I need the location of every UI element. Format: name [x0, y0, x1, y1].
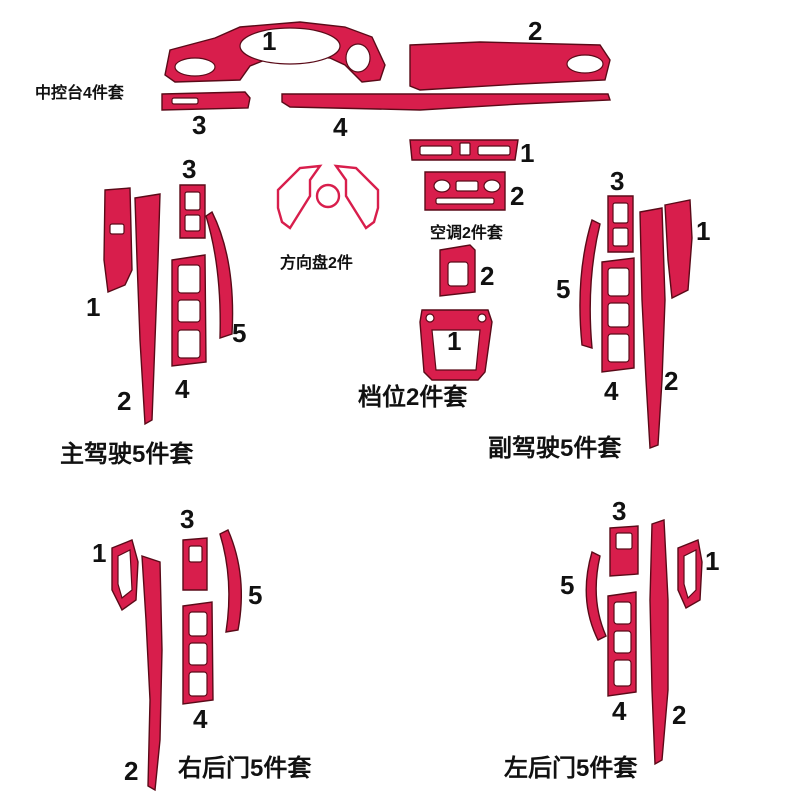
driver-label-1: 1 [86, 292, 100, 322]
rl-label-4: 4 [612, 696, 627, 726]
passenger-label-2: 2 [664, 366, 678, 396]
rr-label-1: 1 [92, 538, 106, 568]
air-conditioning-group: 1 2 空调2件套 [409, 138, 534, 242]
dashboard-part-1-vent-right [345, 43, 371, 73]
rl-part-4-opening-c [613, 659, 632, 687]
dashboard-part-1-cluster-opening [239, 27, 341, 65]
driver-caption: 主驾驶5件套 [60, 441, 194, 468]
passenger-label-3: 3 [610, 166, 624, 196]
rr-part-1-opening [117, 549, 133, 600]
driver-label-3: 3 [182, 154, 196, 184]
gear-group: 2 1 档位2件套 [358, 244, 494, 411]
rl-label-2: 2 [672, 700, 686, 730]
dashboard-part-3-slot [171, 97, 199, 105]
dashboard-part-2 [409, 41, 611, 91]
passenger-part-5 [579, 219, 601, 349]
gear-part-1-hole-right [477, 313, 487, 323]
driver-part-3-opening-b [184, 214, 201, 232]
rl-part-1-opening [683, 549, 697, 600]
ac-label-2: 2 [510, 181, 524, 211]
steering-wheel-part-left [276, 164, 323, 230]
driver-part-1 [103, 187, 133, 293]
passenger-part-2 [639, 207, 666, 449]
rr-caption: 右后门5件套 [178, 754, 312, 782]
driver-group: 1 2 3 4 5 主驾驶5件套 [60, 154, 246, 468]
rr-part-2 [141, 555, 163, 792]
driver-part-4-opening-b [177, 299, 201, 323]
dashboard-caption: 中控台4件套 [35, 83, 125, 102]
driver-label-5: 5 [232, 318, 246, 348]
rr-label-5: 5 [248, 580, 262, 610]
passenger-part-4-opening-a [607, 267, 630, 297]
rl-caption: 左后门5件套 [504, 754, 638, 782]
rl-label-3: 3 [612, 496, 626, 526]
ac-part-1-center [459, 142, 471, 156]
dashboard-part-3 [161, 91, 251, 111]
driver-part-4-opening-a [177, 264, 201, 294]
ac-part-2-buttons [435, 197, 495, 205]
steering-wheel-hub-ring [315, 183, 341, 209]
ac-label-1: 1 [520, 138, 534, 168]
passenger-label-1: 1 [696, 216, 710, 246]
rl-label-1: 1 [705, 546, 719, 576]
rl-label-5: 5 [560, 570, 574, 600]
gear-part-2-opening [447, 261, 469, 287]
rr-label-2: 2 [124, 756, 138, 786]
driver-part-3-opening-a [184, 191, 201, 211]
dashboard-part-1-vent-left [174, 57, 216, 77]
steering-wheel-group: 方向盘2件 [276, 164, 380, 272]
driver-part-4-opening-c [177, 329, 201, 359]
rr-part-4-opening-b [188, 642, 208, 666]
dashboard-label-4: 4 [333, 112, 348, 142]
steering-wheel-caption: 方向盘2件 [280, 253, 353, 272]
dashboard-part-2-vent [566, 54, 604, 74]
gear-label-2: 2 [480, 261, 494, 291]
ac-part-2-display [455, 180, 479, 192]
rr-part-4-opening-c [188, 671, 208, 697]
rl-part-3-opening [615, 532, 633, 550]
rl-part-2 [649, 519, 669, 766]
driver-part-2 [134, 193, 161, 426]
rl-part-4-opening-a [613, 601, 632, 625]
gear-part-1-opening [431, 329, 481, 371]
dashboard-label-1: 1 [262, 26, 276, 56]
driver-part-5 [205, 210, 234, 339]
dashboard-group: 1 2 3 4 中控台4件套 [35, 16, 611, 142]
ac-part-2-knob-left [433, 179, 451, 193]
rr-label-3: 3 [180, 504, 194, 534]
gear-label-1: 1 [447, 326, 461, 356]
dashboard-part-4 [281, 93, 611, 111]
passenger-label-5: 5 [556, 274, 570, 304]
passenger-label-4: 4 [604, 376, 619, 406]
passenger-part-1 [664, 199, 693, 300]
rr-part-5 [219, 529, 243, 633]
steering-wheel-part-right [333, 164, 380, 230]
passenger-caption: 副驾驶5件套 [488, 435, 622, 462]
driver-label-4: 4 [175, 374, 190, 404]
passenger-part-3-opening-a [612, 202, 629, 224]
rr-part-3-opening [188, 545, 203, 563]
passenger-group: 1 2 3 4 5 副驾驶5件套 [488, 166, 710, 462]
ac-part-2-knob-right [483, 179, 501, 193]
rl-part-5 [585, 550, 607, 641]
rear-right-door-group: 1 2 3 4 5 右后门5件套 [92, 504, 312, 792]
passenger-part-3-opening-b [612, 227, 629, 247]
gear-part-1-hole-left [425, 313, 435, 323]
ac-part-1-vent-right [477, 145, 511, 156]
dashboard-label-3: 3 [192, 110, 206, 140]
driver-label-2: 2 [117, 386, 131, 416]
driver-part-1-slot [109, 223, 125, 235]
gear-caption: 档位2件套 [358, 383, 468, 411]
ac-part-1-vent-left [419, 145, 453, 156]
ac-caption: 空调2件套 [430, 223, 504, 242]
rr-part-4-opening-a [188, 611, 208, 637]
rear-left-door-group: 1 2 3 4 5 左后门5件套 [504, 496, 719, 782]
dashboard-label-2: 2 [528, 16, 542, 46]
passenger-part-4-opening-c [607, 333, 630, 363]
rl-part-4-opening-b [613, 630, 632, 654]
passenger-part-4-opening-b [607, 302, 630, 328]
rr-label-4: 4 [193, 704, 208, 734]
